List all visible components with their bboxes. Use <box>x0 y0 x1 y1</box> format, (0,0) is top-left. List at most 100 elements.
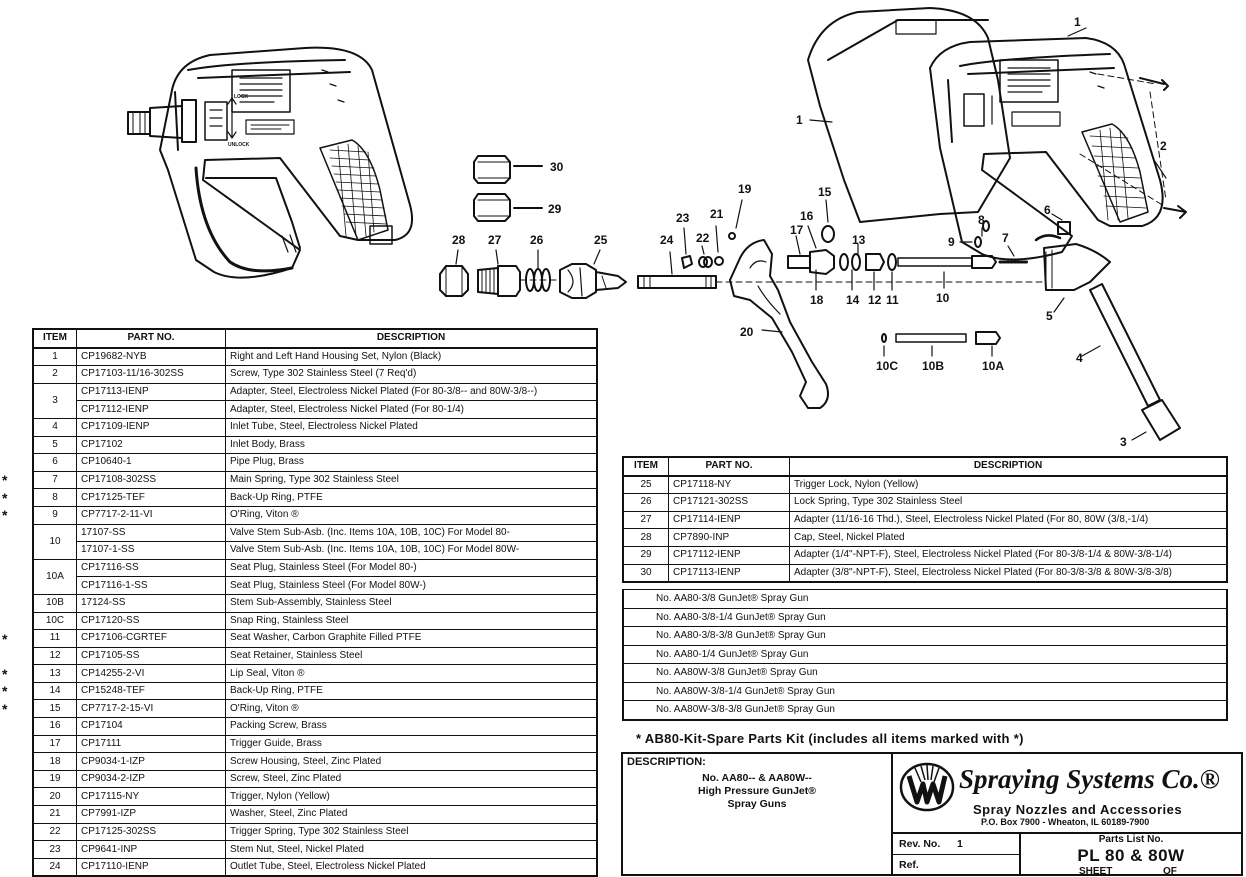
description-cell: Packing Screw, Brass <box>225 717 598 736</box>
col-header-item: ITEM <box>622 456 669 477</box>
title-block: DESCRIPTION: No. AA80-- & AA80W-- High P… <box>621 752 1243 877</box>
description-cell: Right and Left Hand Housing Set, Nylon (… <box>225 347 598 367</box>
callout-6: 6 <box>1044 203 1051 217</box>
part-number-cell: CP17104 <box>76 717 226 736</box>
callout-22: 22 <box>696 231 710 245</box>
part-number-cell: CP19682-NYB <box>76 347 226 367</box>
part-number-cell: CP17116-SS <box>76 558 226 578</box>
description-cell: O'Ring, Viton ® <box>225 699 598 719</box>
item-cell: 7 <box>32 470 77 490</box>
part-number-cell: 17124-SS <box>76 593 226 613</box>
cap-28-illustration <box>439 265 469 297</box>
description-line-3: Spray Guns <box>727 798 787 810</box>
description-cell: Seat Plug, Stainless Steel (For Model 80… <box>225 558 598 578</box>
item-cell: 10 <box>32 523 77 560</box>
part-number-cell: CP17110-IENP <box>76 857 226 877</box>
description-cell: Valve Stem Sub-Asb. (Inc. Items 10A, 10B… <box>225 541 598 560</box>
description-box: DESCRIPTION: No. AA80-- & AA80W-- High P… <box>623 754 893 874</box>
callout-2: 2 <box>1160 139 1167 153</box>
rev-label: Rev. No. <box>899 838 941 850</box>
callout-28: 28 <box>452 233 466 247</box>
item-cell: 11 <box>32 629 77 648</box>
part-number-cell: CP17125-302SS <box>76 822 226 842</box>
item-cell: 18 <box>32 752 77 771</box>
description-cell: Screw, Steel, Zinc Plated <box>225 769 598 789</box>
model-row: No. AA80W-3/8-1/4 GunJet® Spray Gun <box>623 681 1227 701</box>
item-cell: 10B <box>32 593 77 613</box>
description-cell: Seat Washer, Carbon Graphite Filled PTFE <box>225 629 598 648</box>
inlet-body-5-illustration <box>1034 221 1111 291</box>
description-line-1: No. AA80-- & AA80W-- <box>702 772 812 784</box>
model-name: No. AA80W-3/8-1/4 GunJet® Spray Gun <box>623 681 1227 701</box>
callout-24: 24 <box>660 233 674 247</box>
description-cell: Stem Nut, Steel, Nickel Plated <box>225 840 598 859</box>
ref-label: Ref. <box>899 859 919 871</box>
callout-16: 16 <box>800 209 814 223</box>
valve-stem-10abc-illustration <box>881 331 1001 345</box>
model-name: No. AA80W-3/8-3/8 GunJet® Spray Gun <box>623 700 1227 720</box>
item-cell: 17 <box>32 734 77 754</box>
kit-star: * <box>2 489 8 506</box>
part-number-cell: CP17108-302SS <box>76 470 226 490</box>
model-row: No. AA80W-3/8-3/8 GunJet® Spray Gun <box>623 700 1227 720</box>
adapter-3-illustration <box>1141 399 1181 441</box>
description-cell: Inlet Body, Brass <box>225 435 598 455</box>
parts-list-number: PL 80 & 80W <box>1077 846 1185 865</box>
callout-19: 19 <box>738 182 752 196</box>
part-number-cell: CP15248-TEF <box>76 681 226 701</box>
item-cell: 4 <box>32 417 77 437</box>
callout-4: 4 <box>1076 351 1083 365</box>
of-label: OF <box>1163 866 1177 877</box>
description-cell: Trigger Guide, Brass <box>225 734 598 754</box>
item-cell: 29 <box>622 545 669 565</box>
callout-10b: 10B <box>922 359 944 373</box>
item-cell: 5 <box>32 435 77 455</box>
callout-17: 17 <box>790 223 804 237</box>
callout-25: 25 <box>594 233 608 247</box>
housing-halves-1-illustration <box>807 7 1164 261</box>
item-cell: 3 <box>32 382 77 419</box>
description-cell: Screw Housing, Steel, Zinc Plated <box>225 752 598 771</box>
callout-23: 23 <box>676 211 690 225</box>
model-name: No. AA80W-3/8 GunJet® Spray Gun <box>623 663 1227 682</box>
part-number-cell: CP7991-IZP <box>76 805 226 824</box>
company-logo <box>899 762 955 812</box>
item-cell: 6 <box>32 453 77 472</box>
part-number-cell: CP17116-1-SS <box>76 576 226 595</box>
description-cell: Trigger Spring, Type 302 Stainless Steel <box>225 822 598 842</box>
item-cell: 26 <box>622 493 669 512</box>
callout-30: 30 <box>550 160 564 174</box>
callout-3: 3 <box>1120 435 1127 449</box>
callout-5: 5 <box>1046 309 1053 323</box>
item-cell: 24 <box>32 857 77 877</box>
description-cell: Trigger Lock, Nylon (Yellow) <box>789 475 1228 495</box>
callout-1a: 1 <box>1074 15 1081 29</box>
model-row: No. AA80-3/8-1/4 GunJet® Spray Gun <box>623 607 1227 627</box>
kit-star: * <box>2 700 8 717</box>
description-cell: Back-Up Ring, PTFE <box>225 681 598 701</box>
company-tagline: Spray Nozzles and Accessories <box>973 802 1183 817</box>
part-number-cell: CP17105-SS <box>76 646 226 666</box>
callout-26: 26 <box>530 233 544 247</box>
col-header-item: ITEM <box>32 328 77 349</box>
rev-value: 1 <box>957 838 963 850</box>
kit-star: * <box>2 683 8 700</box>
part-number-cell: CP14255-2-VI <box>76 664 226 683</box>
part-number-cell: CP7890-INP <box>668 528 790 547</box>
item-cell: 2 <box>32 365 77 384</box>
